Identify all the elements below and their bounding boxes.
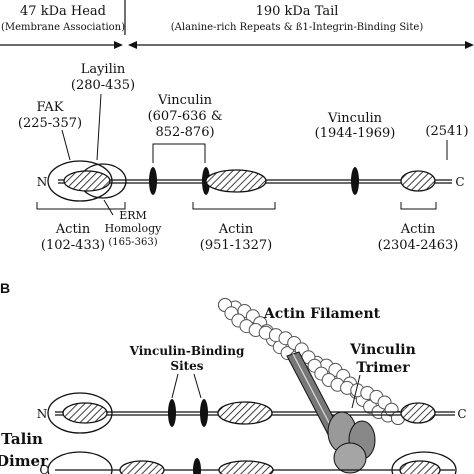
panel-a: 47 kDa Head (Membrane Association) 190 k… [0, 0, 474, 253]
talin-2-actin-2 [218, 460, 274, 474]
tail-title: 190 kDa Tail [256, 4, 339, 19]
vinculin-2-range: (1944-1969) [315, 126, 396, 141]
erm-label-line2: Homology [105, 222, 162, 235]
layilin-range: (280-435) [71, 78, 135, 93]
fak-range: (225-357) [18, 116, 82, 131]
layilin-label: Layilin [81, 62, 126, 77]
tail-extent-arrow [128, 41, 474, 49]
actin-3-label: Actin [400, 222, 436, 237]
end-residue-label: (2541) [425, 124, 468, 139]
vinculin-site-2 [351, 167, 359, 195]
actin-domain-1 [63, 170, 111, 192]
n-terminus-label: N [37, 175, 48, 189]
talin-2-c-label: C [39, 463, 48, 474]
talin-2-actin-3 [399, 460, 441, 474]
talin-1-vbs-2 [200, 399, 208, 427]
vinculin-2-label: Vinculin [327, 111, 383, 126]
actin-1-label: Actin [55, 222, 91, 237]
fak-label: FAK [37, 100, 64, 115]
actin-1-range: (102-433) [41, 238, 105, 253]
vbs-label-line2: Sites [170, 359, 203, 373]
actin-domain-3 [400, 170, 436, 192]
actin-2-bracket [192, 202, 276, 210]
talin-1-c-label: C [457, 407, 466, 421]
tail-subtitle: (Alanine-rich Repeats & ß1-Integrin-Bind… [171, 22, 424, 33]
talin-1-vbs-1 [168, 399, 176, 427]
actin-filament-label: Actin Filament [263, 306, 381, 322]
talin-dimer-line1: Talin [1, 430, 43, 448]
talin-2-head-ellipse [47, 451, 113, 474]
actin-3-bracket [400, 202, 437, 210]
vbs-pointer-1 [171, 373, 179, 399]
head-outer-ellipse [47, 160, 113, 202]
vinculin-1-range-a: (607-636 & [148, 109, 223, 124]
actin-1-bracket [36, 202, 126, 210]
talin-1-head-ellipse [47, 392, 113, 434]
layilin-connector [96, 93, 102, 161]
vinculin-site-1a [149, 167, 157, 195]
talin-2-vbs-1 [193, 458, 201, 474]
fak-connector [61, 129, 71, 161]
erm-label-line1: ERM [119, 209, 147, 222]
panel-b-label: B [0, 280, 10, 296]
vinculin-1-bracket [152, 143, 206, 163]
talin-2-actin-1 [119, 460, 165, 474]
talin-1-n-label: N [37, 407, 48, 421]
vinculin-trimer-line2: Trimer [356, 360, 410, 376]
talin-dimer-line2: Dimer [0, 452, 49, 470]
panel-b: B Actin Filament Vinculin-Binding Sites … [0, 280, 467, 474]
vinculin-trimer [286, 351, 376, 474]
vinculin-trimer-pointer [351, 374, 361, 409]
vinculin-1-range-b: 852-876) [155, 125, 214, 140]
head-subtitle: (Membrane Association) [1, 22, 125, 33]
actin-3-range: (2304-2463) [378, 238, 459, 253]
c-terminus-label: C [455, 175, 464, 189]
talin-1-actin-3 [400, 402, 436, 424]
head-title: 47 kDa Head [20, 4, 106, 19]
talin-1-actin-2 [217, 401, 273, 425]
vbs-pointer-2 [193, 373, 202, 399]
vinculin-trimer-line1: Vinculin [349, 342, 416, 358]
actin-2-label: Actin [218, 222, 254, 237]
head-extent-arrow [0, 41, 123, 49]
talin-1-actin-1 [62, 402, 108, 424]
talin-2-head-right [391, 451, 457, 474]
erm-label-line3: (165-363) [108, 237, 157, 248]
actin-domain-2 [205, 169, 267, 193]
erm-connector [103, 199, 114, 216]
vinculin-1-label: Vinculin [157, 93, 213, 108]
actin-2-range: (951-1327) [200, 238, 272, 253]
vbs-label-line1: Vinculin-Binding [129, 344, 245, 358]
